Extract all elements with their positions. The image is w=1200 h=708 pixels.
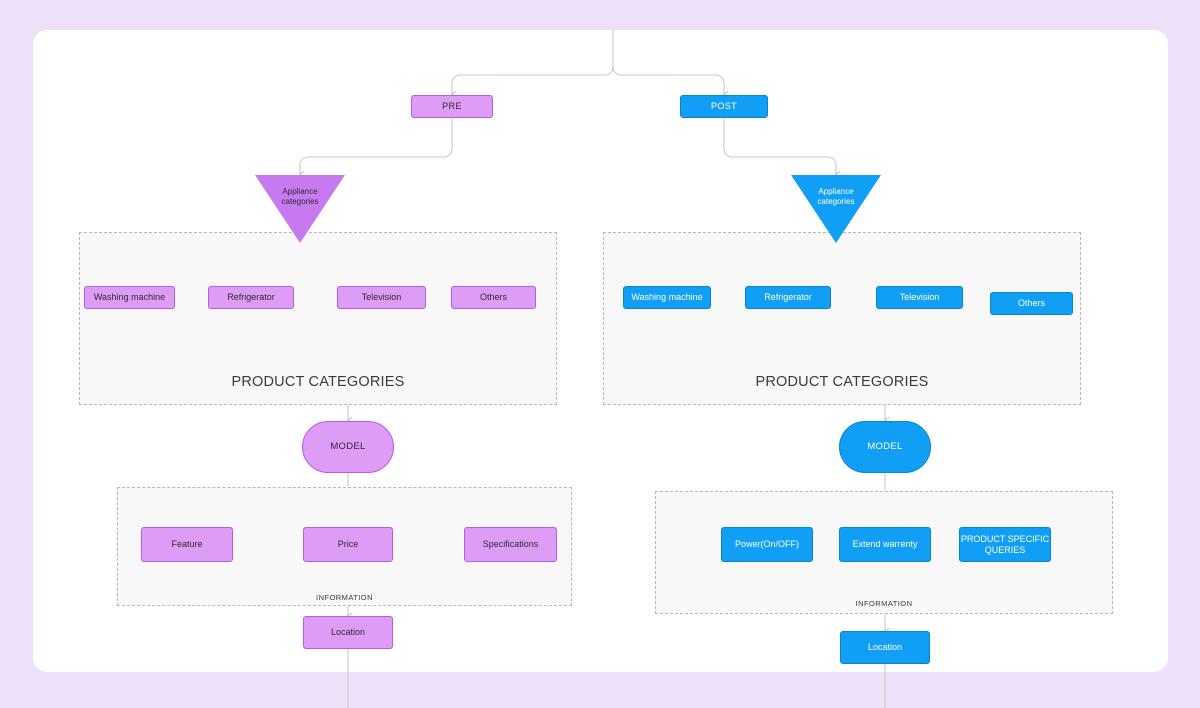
info-specifications-pre[interactable]: Specifications — [464, 527, 557, 562]
info-product-specific-queries-post[interactable]: PRODUCT SPECIFIC QUERIES — [959, 527, 1051, 562]
post-information-label: INFORMATION — [855, 599, 913, 608]
category-others-post[interactable]: Others — [990, 292, 1073, 315]
info-feature-pre[interactable]: Feature — [141, 527, 233, 562]
pre-decision-line1: Appliance — [282, 187, 318, 196]
pre-product-categories-label: PRODUCT CATEGORIES — [231, 374, 405, 390]
pre-decision-line2: categories — [281, 197, 319, 206]
node-post-model[interactable]: MODEL — [839, 421, 931, 473]
node-pre-location[interactable]: Location — [303, 616, 393, 649]
post-decision-line1: Appliance — [818, 187, 854, 196]
post-info3-line2: QUERIES — [984, 544, 1026, 555]
pre-information-label: INFORMATION — [316, 593, 373, 602]
info-extend-warrenty-post[interactable]: Extend warrenty — [839, 527, 931, 562]
post-decision-line2: categories — [817, 197, 855, 206]
info-price-pre[interactable]: Price — [303, 527, 393, 562]
category-washing-machine-pre[interactable]: Washing machine — [84, 286, 175, 309]
post-decision-text: Appliance categories — [818, 187, 855, 207]
info-power-on-off-post[interactable]: Power(On/OFF) — [721, 527, 813, 562]
pre-product-categories-group — [79, 232, 557, 405]
post-info3-text: PRODUCT SPECIFIC QUERIES — [961, 534, 1049, 555]
category-television-post[interactable]: Television — [876, 286, 963, 309]
post-product-categories-label: PRODUCT CATEGORIES — [755, 374, 929, 390]
category-television-pre[interactable]: Television — [337, 286, 426, 309]
pre-decision-text: Appliance categories — [282, 187, 319, 207]
category-others-pre[interactable]: Others — [451, 286, 536, 309]
node-post-root[interactable]: POST — [680, 95, 768, 118]
node-post-location[interactable]: Location — [840, 631, 930, 664]
category-refrigerator-post[interactable]: Refrigerator — [745, 286, 831, 309]
post-product-categories-group — [603, 232, 1081, 405]
node-pre-root[interactable]: PRE — [411, 95, 493, 118]
node-pre-model[interactable]: MODEL — [302, 421, 394, 473]
category-washing-machine-post[interactable]: Washing machine — [623, 286, 711, 309]
post-info3-line1: PRODUCT SPECIFIC — [960, 533, 1050, 544]
category-refrigerator-pre[interactable]: Refrigerator — [208, 286, 294, 309]
